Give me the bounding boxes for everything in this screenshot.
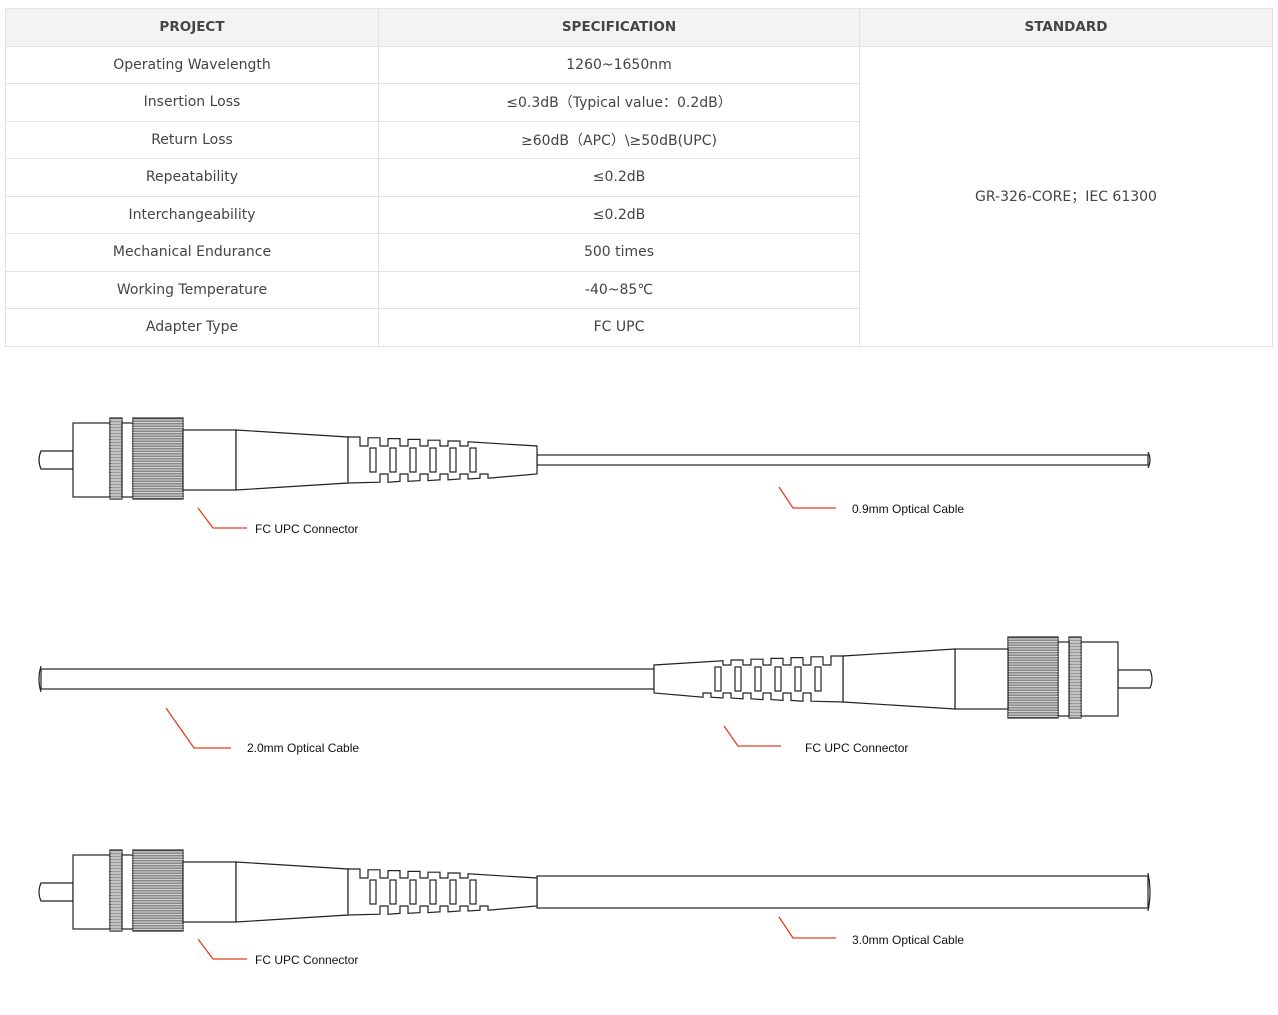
leader-line (778, 486, 836, 509)
optical-cable (536, 454, 1149, 466)
spec-cell: 500 times (378, 233, 860, 272)
label-c2-connector: FC UPC Connector (805, 741, 908, 755)
spec-cell: ≤0.2dB (378, 158, 860, 197)
project-cell: Repeatability (5, 158, 379, 197)
table-row: Insertion Loss≤0.3dB（Typical value：0.2dB… (5, 83, 1273, 122)
project-cell: Working Temperature (5, 270, 379, 309)
tapered-boot (235, 861, 349, 923)
table-row: Return Loss≥60dB（APC）\≥50dB(UPC) (5, 120, 1273, 159)
project-cell: Mechanical Endurance (5, 233, 379, 272)
connector-assembly-2.0mm (38, 636, 1153, 719)
table-row: Working Temperature-40~85℃ (5, 270, 1273, 309)
leader-line (165, 707, 231, 749)
leader-line (723, 725, 781, 747)
spec-cell: FC UPC (378, 308, 860, 347)
connector-assembly-0.9mm (38, 417, 1151, 500)
optical-cable (40, 668, 655, 690)
cable-cut-end (1147, 451, 1151, 469)
connector-body (72, 422, 111, 498)
spec-cell: ≤0.2dB (378, 195, 860, 234)
table-row: Repeatability≤0.2dB (5, 158, 1273, 197)
header-project: PROJECT (5, 8, 379, 47)
leader-line (778, 916, 836, 939)
coupling-ring (1068, 636, 1082, 719)
connector-body (72, 854, 111, 930)
project-cell: Adapter Type (5, 308, 379, 347)
label-c3-cable: 3.0mm Optical Cable (852, 933, 964, 947)
label-c2-cable: 2.0mm Optical Cable (247, 741, 359, 755)
tapered-boot (235, 429, 349, 491)
table-row: Interchangeability≤0.2dB (5, 195, 1273, 234)
project-cell: Operating Wavelength (5, 45, 379, 84)
spec-cell: ≥60dB（APC）\≥50dB(UPC) (378, 120, 860, 159)
leader-line (197, 938, 247, 960)
ferrule (38, 882, 74, 902)
spec-table: PROJECT SPECIFICATION STANDARD Operating… (5, 8, 1273, 347)
cable-cut-end (1147, 872, 1151, 912)
leader-line (197, 507, 247, 529)
connector-assembly-3.0mm (38, 849, 1151, 932)
project-cell: Insertion Loss (5, 83, 379, 122)
spec-cell: ≤0.3dB（Typical value：0.2dB） (378, 83, 860, 122)
ferrule (1117, 669, 1153, 689)
knurled-nut (1007, 636, 1059, 719)
project-cell: Interchangeability (5, 195, 379, 234)
ferrule (38, 450, 74, 470)
sleeve (954, 648, 1009, 710)
cable-cut-end (38, 665, 42, 693)
sleeve (182, 429, 237, 491)
tapered-boot (842, 648, 956, 710)
label-c1-connector: FC UPC Connector (255, 522, 358, 536)
sleeve (182, 861, 237, 923)
coupling-ring (109, 417, 123, 500)
knurled-nut (132, 849, 184, 932)
coupling-ring (109, 849, 123, 932)
label-c3-connector: FC UPC Connector (255, 953, 358, 967)
connector-body (1080, 641, 1119, 717)
knurled-nut (132, 417, 184, 500)
spec-cell: 1260~1650nm (378, 45, 860, 84)
label-c1-cable: 0.9mm Optical Cable (852, 502, 964, 516)
standard-cell: GR-326-CORE；IEC 61300 (859, 45, 1273, 347)
optical-cable (536, 875, 1149, 909)
project-cell: Return Loss (5, 120, 379, 159)
